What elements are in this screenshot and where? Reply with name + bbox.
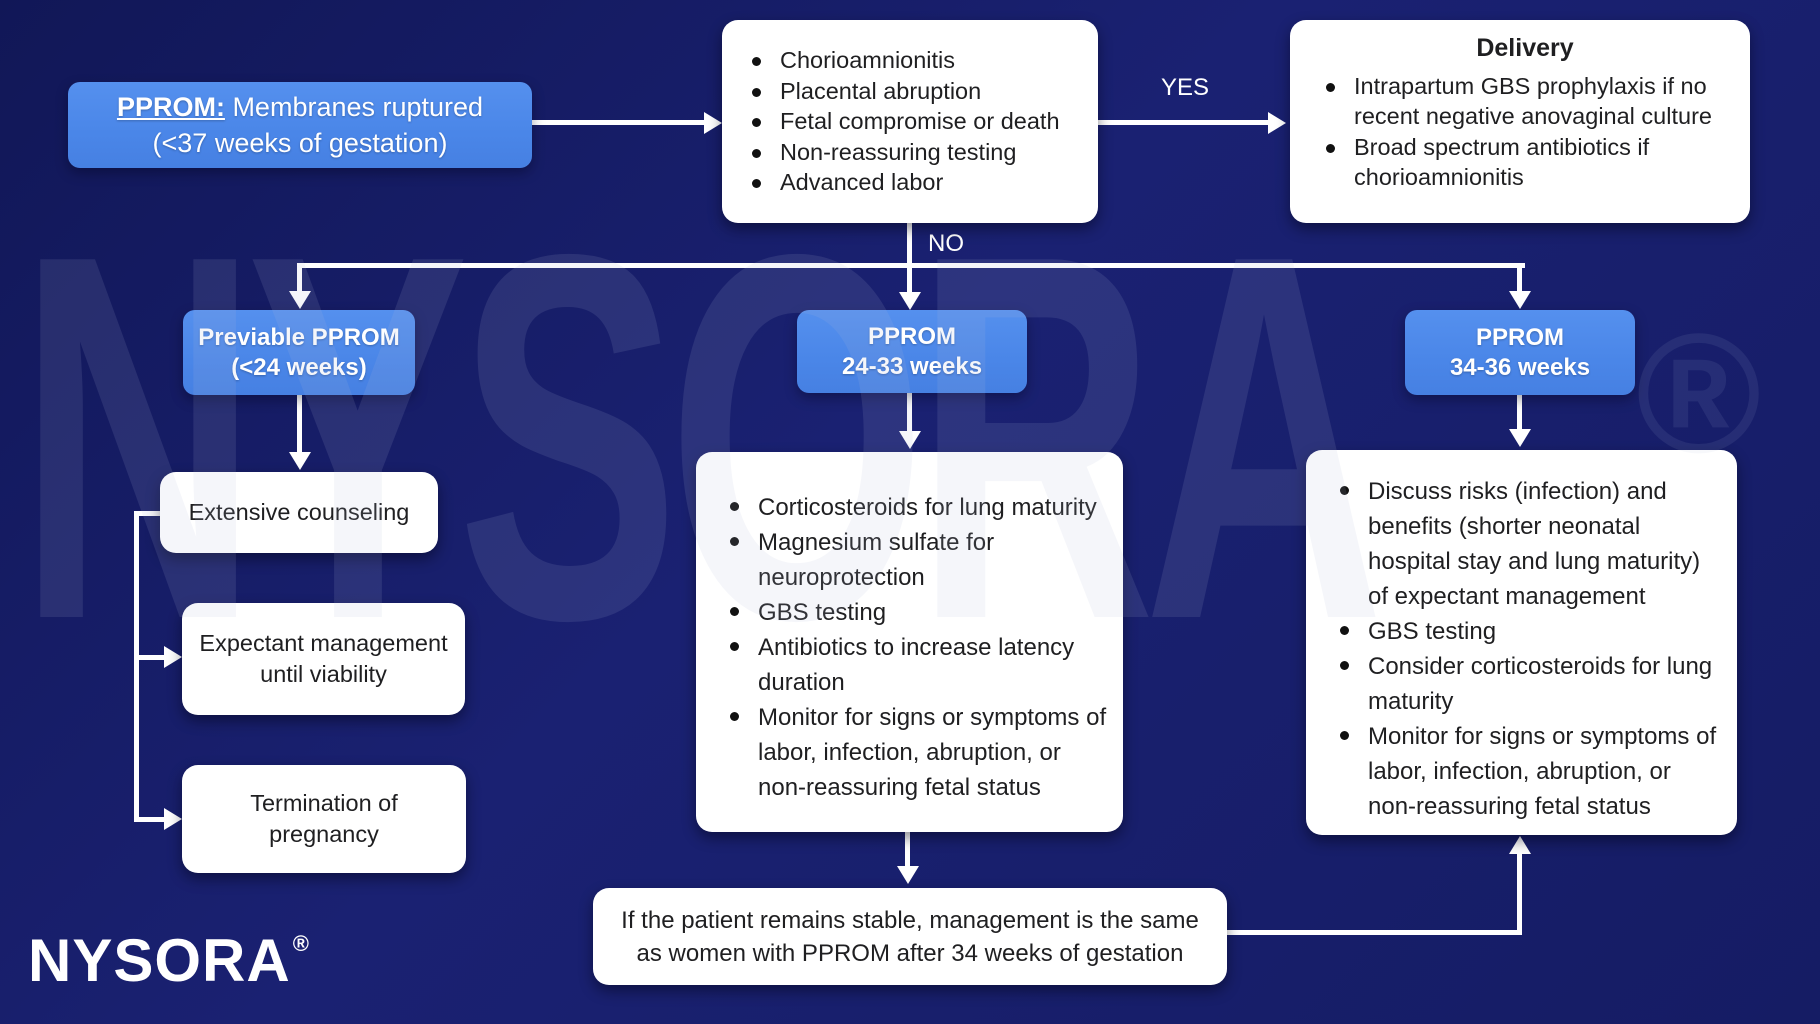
pprom-24-33-line2: 24-33 weeks bbox=[841, 352, 983, 380]
nysora-logo: NYSORA® bbox=[28, 926, 310, 995]
arrowhead-right-icon bbox=[164, 808, 182, 830]
arrowhead-down-icon bbox=[289, 291, 311, 309]
bullet-item: Magnesium sulfate for neuroprotection bbox=[722, 525, 1113, 595]
bullet-item: Non-reassuring testing bbox=[744, 137, 1090, 168]
connector-branch-right bbox=[1517, 263, 1522, 293]
flowchart-node-management-34-36: Discuss risks (infection) and benefits (… bbox=[1306, 450, 1737, 835]
bullet-item: Fetal compromise or death bbox=[744, 106, 1090, 137]
flowchart-node-termination: Termination of pregnancy bbox=[182, 765, 466, 873]
flowchart-node-pprom-24-33: PPROM 24-33 weeks bbox=[797, 310, 1027, 393]
bullet-item: Antibiotics to increase latency duration bbox=[722, 630, 1113, 700]
arrowhead-up-icon bbox=[1509, 836, 1531, 854]
connector-bracket-to-expectant bbox=[134, 655, 166, 660]
pprom-34-36-line2: 34-36 weeks bbox=[1449, 353, 1591, 381]
connector-branch-left bbox=[297, 263, 302, 293]
pprom-definition-text: Membranes ruptured bbox=[224, 92, 484, 122]
bullet-item: Corticosteroids for lung maturity bbox=[722, 490, 1113, 525]
pprom-definition-line1: PPROM: Membranes ruptured bbox=[117, 89, 483, 125]
pprom-24-33-line1: PPROM bbox=[867, 322, 956, 350]
arrowhead-down-icon bbox=[897, 866, 919, 884]
connector-indications-to-delivery bbox=[1098, 120, 1270, 125]
flowchart-node-stable-management: If the patient remains stable, managemen… bbox=[593, 888, 1227, 985]
edge-label-yes: YES bbox=[1160, 74, 1210, 101]
connector-branch-horizontal bbox=[297, 263, 1525, 268]
bullet-item: GBS testing bbox=[722, 595, 1113, 630]
pprom-definition-line2: (<37 weeks of gestation) bbox=[152, 128, 448, 158]
bullet-item: Advanced labor bbox=[744, 167, 1090, 198]
connector-indications-down bbox=[907, 223, 912, 295]
connector-pprom-to-indications bbox=[532, 120, 708, 125]
flowchart-node-management-24-33: Corticosteroids for lung maturity Magnes… bbox=[696, 452, 1123, 832]
connector-2433-to-management bbox=[907, 393, 912, 433]
connector-bracket-to-counseling bbox=[134, 511, 162, 516]
bullet-item: Monitor for signs or symptoms of labor, … bbox=[722, 700, 1113, 805]
bullet-item: Broad spectrum antibiotics if chorioamni… bbox=[1318, 132, 1732, 192]
bullet-item: GBS testing bbox=[1332, 614, 1725, 649]
arrowhead-down-icon bbox=[1509, 429, 1531, 447]
flowchart-node-delivery-indications: Chorioamnionitis Placental abruption Fet… bbox=[722, 20, 1098, 223]
arrowhead-down-icon bbox=[1509, 291, 1531, 309]
previable-line1: Previable PPROM bbox=[198, 323, 400, 351]
delivery-title: Delivery bbox=[1476, 34, 1574, 62]
nysora-logo-text: NYSORA bbox=[28, 927, 291, 994]
arrowhead-down-icon bbox=[899, 292, 921, 310]
arrowhead-down-icon bbox=[289, 452, 311, 470]
connector-management-to-stable bbox=[905, 832, 910, 868]
registered-mark-icon: ® bbox=[292, 931, 310, 956]
arrowhead-right-icon bbox=[704, 112, 722, 134]
arrowhead-right-icon bbox=[1268, 112, 1286, 134]
connector-bracket-to-termination bbox=[134, 817, 166, 822]
bullet-item: Intrapartum GBS prophylaxis if no recent… bbox=[1318, 71, 1732, 131]
bullet-item: Monitor for signs or symptoms of labor, … bbox=[1332, 719, 1725, 824]
flowchart-node-pprom-34-36: PPROM 34-36 weeks bbox=[1405, 310, 1635, 395]
flowchart-node-delivery: Delivery Intrapartum GBS prophylaxis if … bbox=[1290, 20, 1750, 223]
connector-stable-right bbox=[1227, 930, 1522, 935]
arrowhead-down-icon bbox=[899, 431, 921, 449]
bullet-item: Chorioamnionitis bbox=[744, 45, 1090, 76]
bullet-item: Placental abruption bbox=[744, 76, 1090, 107]
flowchart-node-extensive-counseling: Extensive counseling bbox=[160, 472, 438, 553]
edge-label-no: NO bbox=[928, 230, 964, 257]
bullet-item: Consider corticosteroids for lung maturi… bbox=[1332, 649, 1725, 719]
arrowhead-right-icon bbox=[164, 646, 182, 668]
connector-previable-to-counseling bbox=[297, 395, 302, 453]
bullet-item: Discuss risks (infection) and benefits (… bbox=[1332, 474, 1725, 614]
connector-options-bracket bbox=[134, 511, 139, 821]
flowchart-node-pprom-definition: PPROM: Membranes ruptured (<37 weeks of … bbox=[68, 82, 532, 168]
pprom-34-36-line1: PPROM bbox=[1475, 323, 1564, 351]
previable-line2: (<24 weeks) bbox=[231, 353, 367, 381]
flowchart-node-expectant-management: Expectant management until viability bbox=[182, 603, 465, 715]
pprom-term: PPROM: bbox=[116, 92, 225, 122]
connector-stable-up bbox=[1517, 853, 1522, 935]
flowchart-node-previable-pprom: Previable PPROM (<24 weeks) bbox=[183, 310, 415, 395]
connector-3436-to-management bbox=[1517, 395, 1522, 431]
